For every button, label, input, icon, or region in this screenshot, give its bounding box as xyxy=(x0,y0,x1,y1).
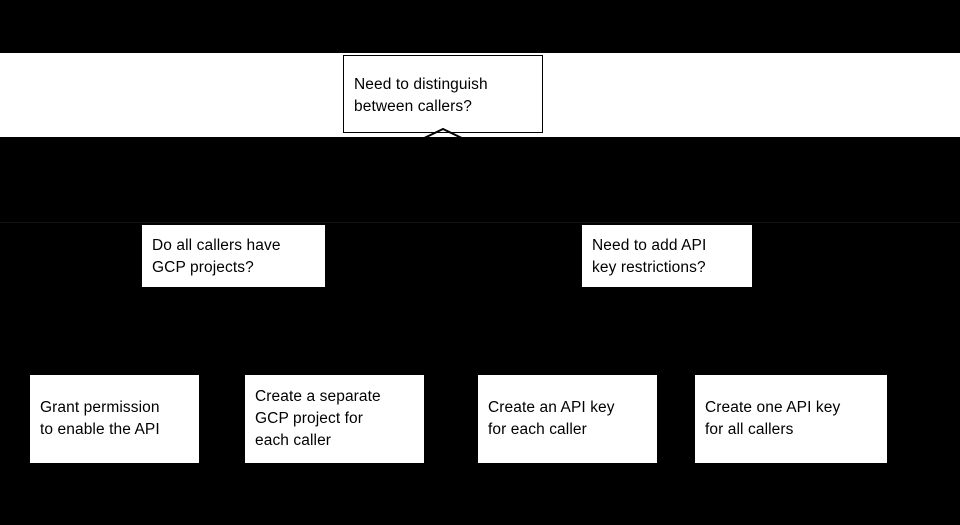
node-grant-permission-label: Grant permission to enable the API xyxy=(40,399,160,438)
node-create-an-api-key-for-each-caller[interactable]: Create an API key for each caller xyxy=(478,375,657,463)
node-create-one-api-key-for-all-callers[interactable]: Create one API key for all callers xyxy=(695,375,887,463)
chevron-down-split-icon xyxy=(416,128,470,142)
node-do-all-callers-have-gcp-projects[interactable]: Do all callers have GCP projects? xyxy=(142,225,325,287)
root-branch-chevron-connector xyxy=(416,128,470,142)
node-create-a-separate-gcp-project-for-each-caller[interactable]: Create a separate GCP project for each c… xyxy=(245,375,424,463)
node-key-each-caller-label: Create an API key for each caller xyxy=(488,399,615,438)
node-separate-project-label: Create a separate GCP project for each c… xyxy=(255,388,381,449)
row-separator-hairline xyxy=(0,222,960,223)
node-grant-permission-to-enable-the-api[interactable]: Grant permission to enable the API xyxy=(30,375,199,463)
node-need-to-add-api-key-restrictions[interactable]: Need to add API key restrictions? xyxy=(582,225,752,287)
node-gcp-projects-label: Do all callers have GCP projects? xyxy=(152,237,281,276)
node-key-all-callers-label: Create one API key for all callers xyxy=(705,399,841,438)
node-root-label: Need to distinguish between callers? xyxy=(354,76,488,115)
node-need-to-distinguish-between-callers[interactable]: Need to distinguish between callers? xyxy=(343,55,543,133)
node-api-restrictions-label: Need to add API key restrictions? xyxy=(592,237,707,276)
